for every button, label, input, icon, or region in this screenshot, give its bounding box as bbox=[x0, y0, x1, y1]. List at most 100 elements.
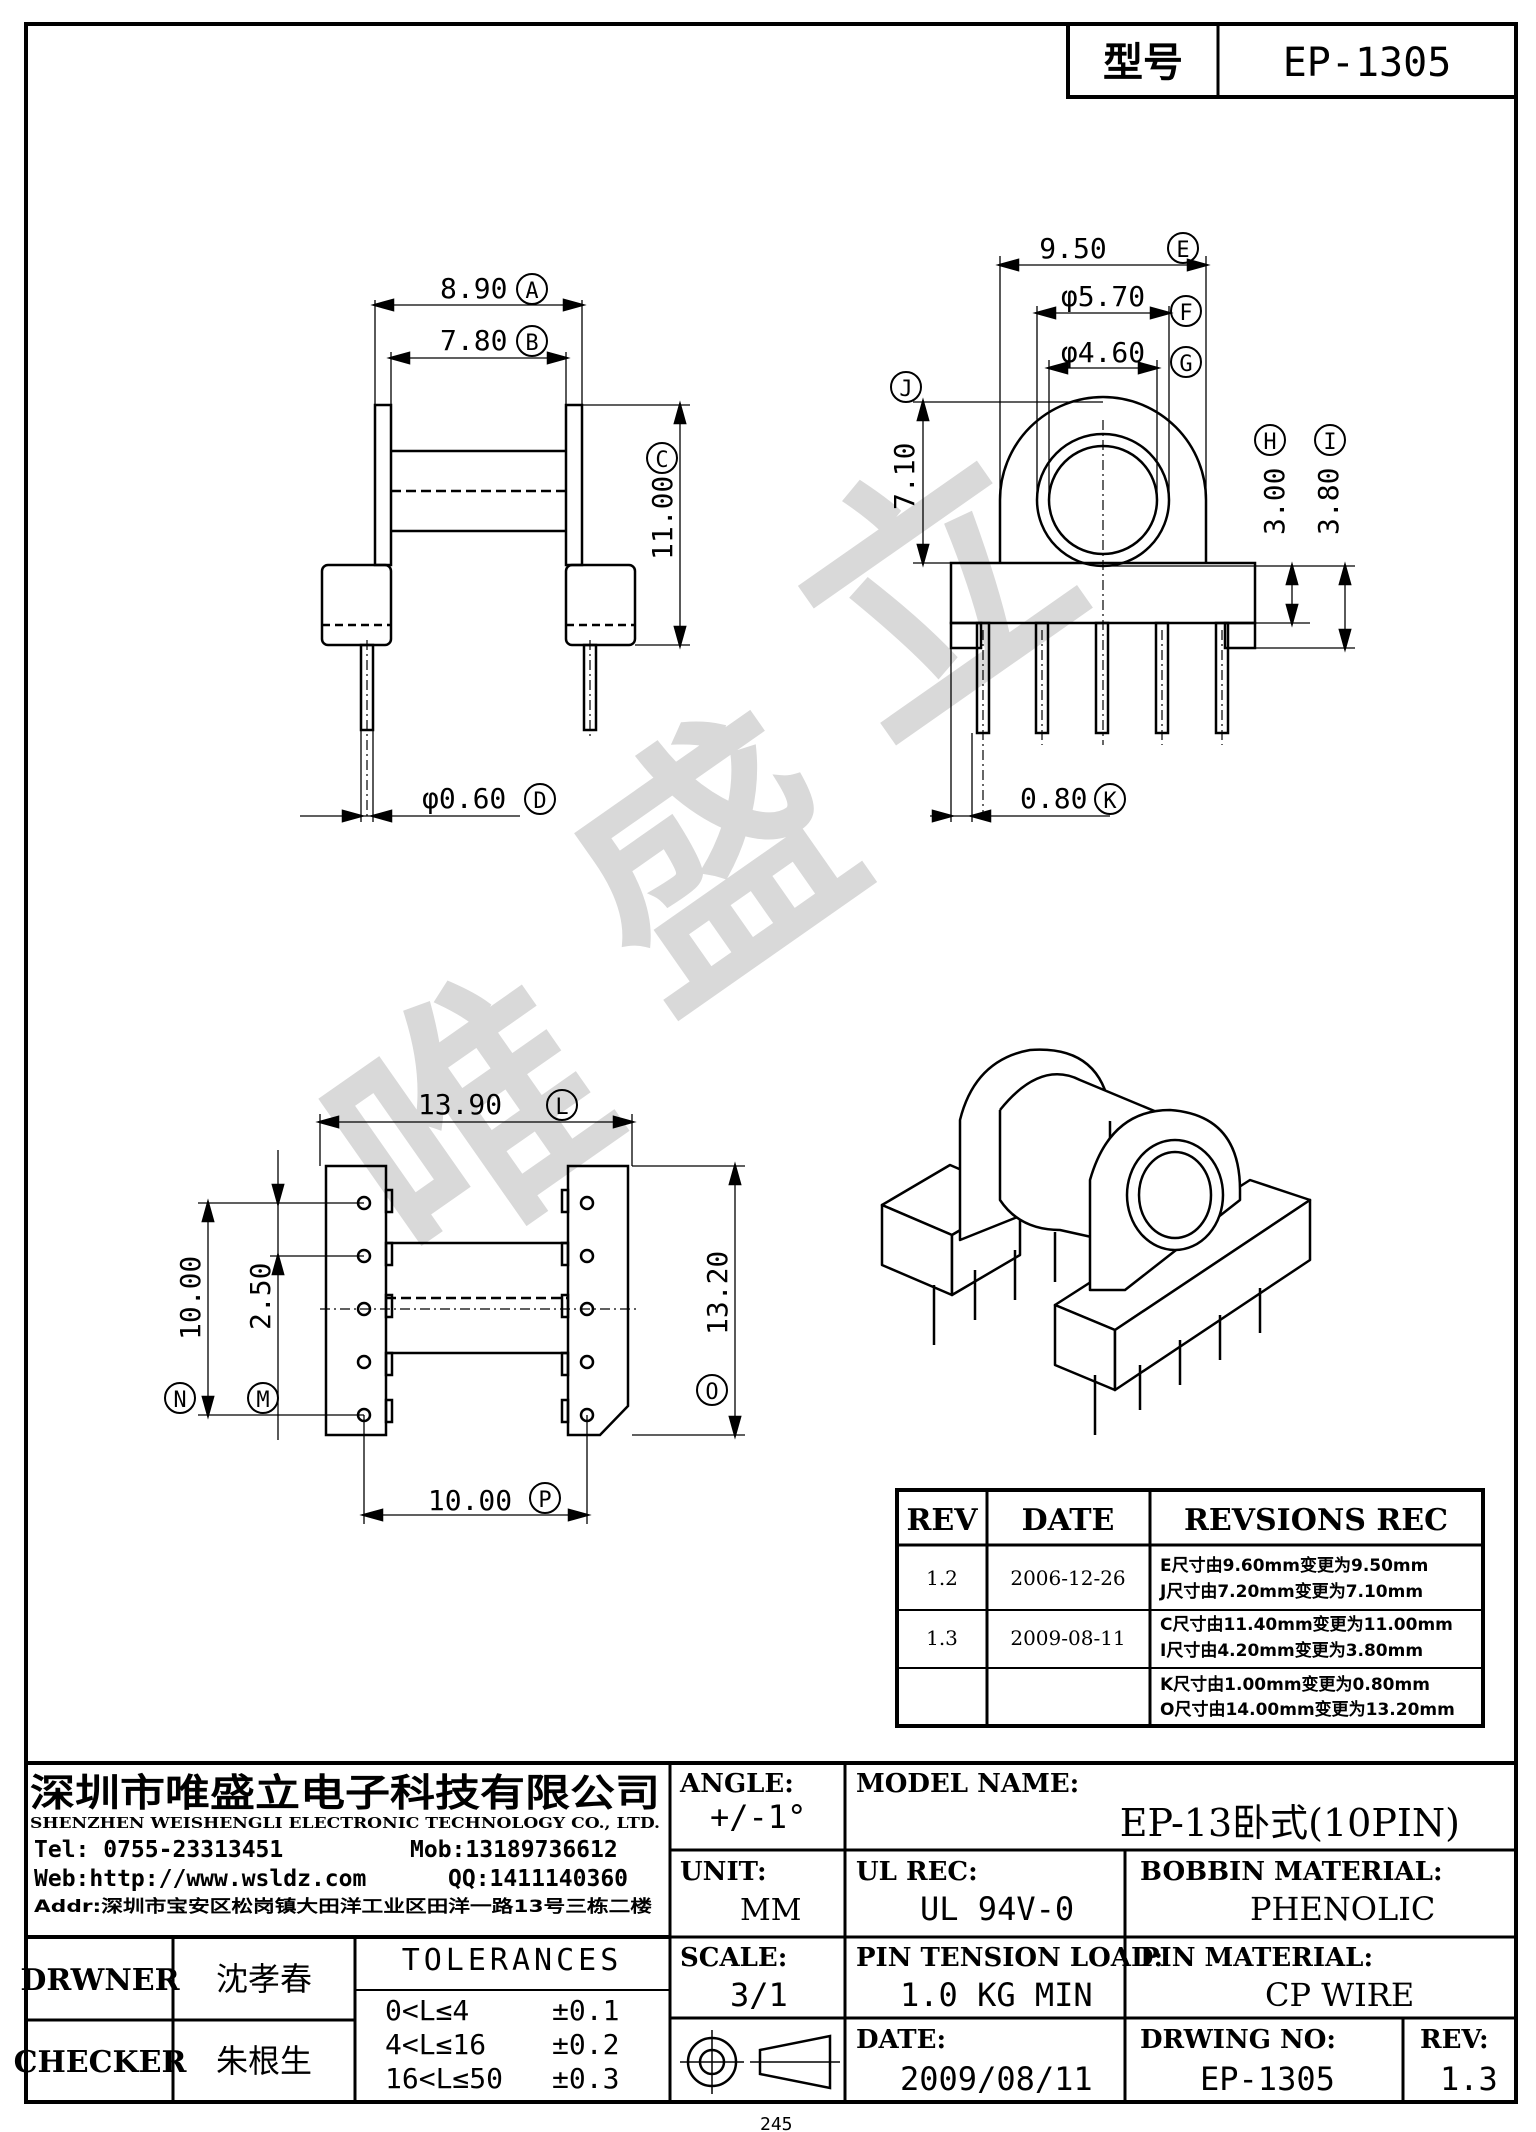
company-web[interactable]: Web:http://www.wsldz.com bbox=[34, 1866, 366, 1892]
pin-material-value: CP WIRE bbox=[1265, 1976, 1414, 2014]
model-name-value: EP-13卧式(10PIN) bbox=[1120, 1801, 1460, 1845]
dim-j-letter: J bbox=[899, 377, 912, 402]
company-name-cn: 深圳市唯盛立电子科技有限公司 bbox=[30, 1771, 660, 1815]
rev-row-2-date: 2009-08-11 bbox=[1010, 1626, 1125, 1650]
drwner-label: DRWNER bbox=[20, 1963, 180, 1998]
dim-h-value: 3.00 bbox=[1258, 468, 1291, 535]
dim-n-value: 10.00 bbox=[174, 1256, 207, 1340]
rev-row-1-note-1: E尺寸由9.60mm变更为9.50mm bbox=[1160, 1555, 1428, 1576]
rev-row-3-note-2: O尺寸由14.00mm变更为13.20mm bbox=[1160, 1699, 1455, 1720]
rev-col-header: REV bbox=[906, 1503, 978, 1538]
drwing-no-value: EP-1305 bbox=[1200, 2060, 1335, 2098]
dim-a-letter: A bbox=[525, 279, 538, 304]
dim-m-letter: M bbox=[256, 1388, 269, 1413]
isometric-view bbox=[880, 1048, 1312, 1435]
model-name-label: MODEL NAME: bbox=[856, 1769, 1079, 1799]
company-address: Addr:深圳市宝安区松岗镇大田洋工业区田洋一路13号三栋二楼 bbox=[34, 1896, 652, 1917]
unit-label: UNIT: bbox=[680, 1857, 767, 1887]
company-mob: Mob:13189736612 bbox=[410, 1837, 618, 1863]
rev-row-1-date: 2006-12-26 bbox=[1010, 1566, 1125, 1590]
unit-value: MM bbox=[740, 1893, 801, 1928]
model-header-value: EP-1305 bbox=[1283, 40, 1452, 86]
company-name-en: SHENZHEN WEISHENGLI ELECTRONIC TECHNOLOG… bbox=[30, 1814, 660, 1832]
angle-value: +/-1° bbox=[710, 1798, 806, 1836]
dim-e-letter: E bbox=[1176, 238, 1189, 263]
dim-b-letter: B bbox=[525, 331, 538, 356]
model-header-box: 型号 EP-1305 bbox=[1066, 22, 1518, 99]
model-header-label: 型号 bbox=[1103, 40, 1183, 86]
rev-row-1-note-2: J尺寸由7.20mm变更为7.10mm bbox=[1159, 1581, 1423, 1602]
dim-f-value: φ5.70 bbox=[1061, 280, 1145, 313]
dim-l-letter: L bbox=[555, 1095, 568, 1120]
dim-m-value: 2.50 bbox=[244, 1263, 277, 1330]
dim-h-letter: H bbox=[1263, 430, 1276, 455]
dim-d-letter: D bbox=[533, 789, 546, 814]
checker-label: CHECKER bbox=[14, 2045, 188, 2080]
dim-k-letter: K bbox=[1103, 789, 1117, 814]
checker-value: 朱根生 bbox=[216, 2042, 312, 2080]
tolerance-value-2: ±0.2 bbox=[552, 2028, 619, 2061]
tolerance-range-2: 4<L≤16 bbox=[385, 2028, 486, 2061]
angle-label: ANGLE: bbox=[679, 1769, 794, 1799]
watermark-char-2: 盛 bbox=[522, 664, 908, 1061]
scale-value: 3/1 bbox=[730, 1976, 788, 2014]
dim-e-value: 9.50 bbox=[1039, 232, 1106, 265]
rev-row-2-note-2: I尺寸由4.20mm变更为3.80mm bbox=[1160, 1640, 1423, 1661]
dim-c-value: 11.00 bbox=[646, 476, 679, 560]
rev-row-3-note-1: K尺寸由1.00mm变更为0.80mm bbox=[1160, 1674, 1430, 1695]
date-label: DATE: bbox=[856, 2025, 946, 2055]
scale-label: SCALE: bbox=[680, 1943, 787, 1973]
dim-l-value: 13.90 bbox=[418, 1088, 502, 1121]
projection-symbol-icon bbox=[680, 2030, 840, 2094]
drwing-no-label: DRWING NO: bbox=[1140, 2025, 1336, 2055]
company-qq: QQ:1411140360 bbox=[448, 1866, 628, 1892]
dim-g-letter: G bbox=[1179, 352, 1192, 377]
rev-row-2-note-1: C尺寸由11.40mm变更为11.00mm bbox=[1160, 1614, 1453, 1635]
company-tel: Tel: 0755-23313451 bbox=[34, 1837, 283, 1863]
watermark-char-3: 立 bbox=[742, 394, 1128, 791]
bottom-view bbox=[198, 1114, 745, 1524]
dim-d-value: φ0.60 bbox=[422, 782, 506, 815]
pin-tension-label: PIN TENSION LOAD: bbox=[856, 1943, 1163, 1973]
rev-value: 1.3 bbox=[1440, 2060, 1498, 2098]
dim-j-value: 7.10 bbox=[888, 443, 921, 510]
date-col-header: DATE bbox=[1022, 1503, 1115, 1538]
notes-col-header: REVSIONS REC bbox=[1184, 1503, 1448, 1538]
pin-tension-value: 1.0 KG MIN bbox=[900, 1976, 1093, 2014]
rev-row-2-rev: 1.3 bbox=[926, 1626, 958, 1650]
dim-g-value: φ4.60 bbox=[1061, 336, 1145, 369]
company-info: 深圳市唯盛立电子科技有限公司 SHENZHEN WEISHENGLI ELECT… bbox=[30, 1771, 660, 1917]
side-view-labels: 9.50 E φ5.70 F φ4.60 G J 7.10 H I 3.00 3… bbox=[888, 232, 1346, 815]
dim-b-value: 7.80 bbox=[440, 324, 507, 357]
date-value: 2009/08/11 bbox=[900, 2060, 1093, 2098]
dim-p-letter: P bbox=[538, 1488, 551, 1513]
side-view bbox=[913, 256, 1355, 823]
ul-value: UL 94V-0 bbox=[920, 1890, 1074, 1928]
footer-fragment: 245 bbox=[760, 2114, 793, 2132]
title-block-fields: ANGLE: +/-1° MODEL NAME: EP-13卧式(10PIN) … bbox=[14, 1769, 1498, 2098]
dim-p-value: 10.00 bbox=[428, 1484, 512, 1517]
tolerance-range-1: 0<L≤4 bbox=[385, 1994, 469, 2027]
bottom-view-labels: 13.90 L 10.00 N 2.50 M 13.20 O 10.00 P bbox=[164, 1088, 734, 1517]
tolerances-label: TOLERANCES bbox=[402, 1943, 623, 1978]
pin-material-label: PIN MATERIAL: bbox=[1140, 1943, 1373, 1973]
dim-n-letter: N bbox=[173, 1388, 186, 1413]
dim-k-value: 0.80 bbox=[1020, 782, 1087, 815]
dim-o-letter: O bbox=[705, 1380, 718, 1405]
dim-c-letter: C bbox=[655, 448, 668, 473]
front-view bbox=[300, 298, 690, 823]
tolerance-range-3: 16<L≤50 bbox=[385, 2062, 503, 2095]
dim-a-value: 8.90 bbox=[440, 272, 507, 305]
dim-f-letter: F bbox=[1179, 301, 1192, 326]
rev-row-1-rev: 1.2 bbox=[926, 1566, 958, 1590]
sheet-border bbox=[24, 22, 1518, 2104]
ul-label: UL REC: bbox=[856, 1857, 978, 1887]
tolerance-value-1: ±0.1 bbox=[552, 1994, 619, 2027]
tolerance-value-3: ±0.3 bbox=[552, 2062, 619, 2095]
dim-i-value: 3.80 bbox=[1312, 468, 1345, 535]
bobbin-material-value: PHENOLIC bbox=[1250, 1890, 1435, 1928]
rev-label: REV: bbox=[1420, 2025, 1489, 2055]
bobbin-material-label: BOBBIN MATERIAL: bbox=[1140, 1857, 1443, 1887]
dim-o-value: 13.20 bbox=[701, 1251, 734, 1335]
